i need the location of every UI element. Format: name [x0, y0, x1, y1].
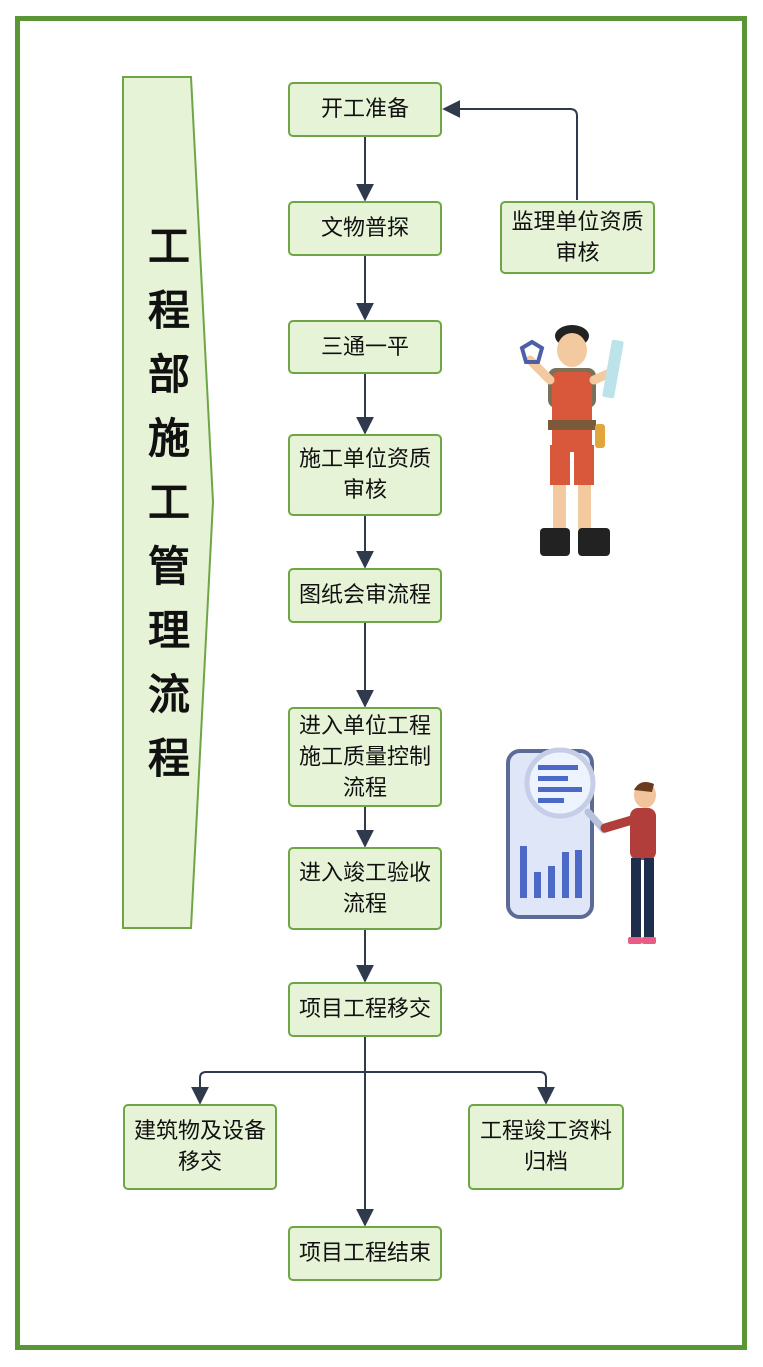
- node-acceptance[interactable]: 进入竣工验收 流程: [288, 847, 442, 930]
- node-building-handover-line2: 移交: [177, 1150, 222, 1175]
- node-quality-control-line3: 流程: [342, 775, 387, 801]
- node-supervisor-audit-line1: 监理单位资质: [511, 209, 644, 235]
- arrow-n8-n10: [365, 1071, 555, 1105]
- node-contractor-audit-line2: 审核: [342, 478, 387, 503]
- node-archive[interactable]: 工程竣工资料 归档: [468, 1104, 624, 1190]
- node-building-handover[interactable]: 建筑物及设备 移交: [123, 1104, 277, 1190]
- arrow-side-n1: [442, 100, 578, 200]
- title-text: 工程部施工管理流程: [147, 222, 190, 783]
- node-contractor-audit-line1: 施工单位资质: [298, 447, 431, 472]
- node-project-end[interactable]: 项目工程结束: [288, 1226, 442, 1281]
- node-supervisor-audit-line2: 审核: [555, 240, 600, 266]
- node-contractor-audit[interactable]: 施工单位资质 审核: [288, 434, 442, 516]
- connectors: [191, 100, 578, 1227]
- node-start-prep[interactable]: 开工准备: [288, 82, 442, 137]
- node-relic-survey[interactable]: 文物普探: [288, 201, 442, 256]
- node-acceptance-line1: 进入竣工验收: [298, 860, 431, 886]
- title-banner: [122, 76, 215, 929]
- node-quality-control-line2: 施工质量控制: [298, 744, 431, 770]
- node-supervisor-audit[interactable]: 监理单位资质 审核: [500, 201, 655, 274]
- node-handover[interactable]: 项目工程移交: [288, 982, 442, 1037]
- analyst-illustration: [506, 747, 656, 944]
- node-drawing-review[interactable]: 图纸会审流程: [288, 568, 442, 623]
- node-archive-line1: 工程竣工资料: [479, 1119, 612, 1144]
- node-acceptance-line2: 流程: [342, 891, 387, 917]
- node-building-handover-line1: 建筑物及设备: [133, 1119, 266, 1144]
- node-archive-line2: 归档: [523, 1150, 568, 1175]
- arrow-n8-n9: [191, 1071, 365, 1105]
- node-quality-control-line1: 进入单位工程: [298, 713, 431, 739]
- node-quality-control[interactable]: 进入单位工程 施工质量控制 流程: [288, 707, 442, 807]
- node-site-prep[interactable]: 三通一平: [288, 320, 442, 374]
- worker-illustration: [519, 325, 624, 556]
